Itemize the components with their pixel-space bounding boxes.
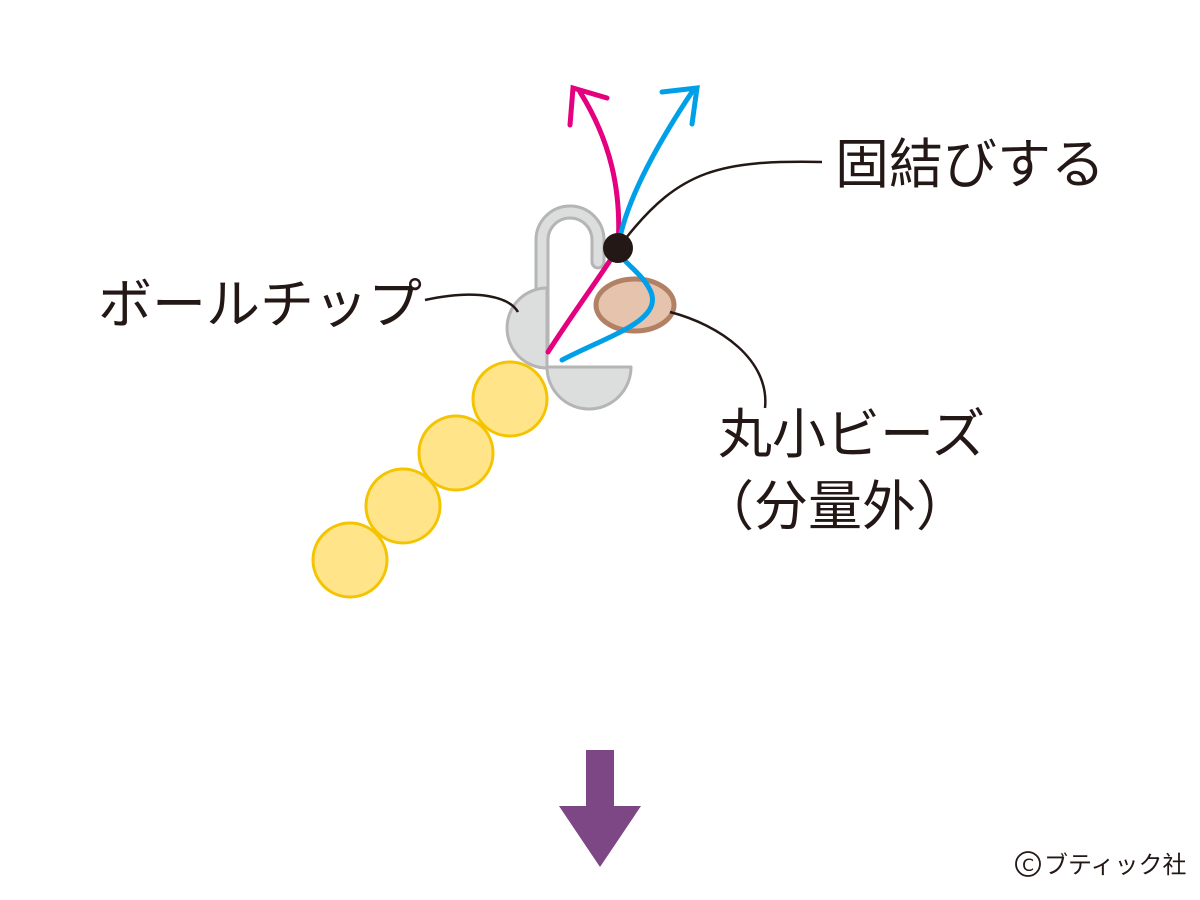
cyan-thread (559, 89, 695, 363)
knot-leader-line (625, 160, 823, 239)
copyright-text: ブティック社 (1044, 851, 1187, 879)
small-bead-leader-line (669, 310, 767, 409)
pearl-bead (364, 467, 442, 545)
knot-dot (603, 233, 633, 263)
ball-tip-lower-cup (545, 365, 633, 411)
down-arrow-icon (559, 750, 641, 867)
copyright-mark: C (1022, 856, 1034, 876)
knot-label: 固結びする (835, 133, 1105, 196)
copyright-icon: C (1015, 851, 1041, 877)
ball-tip-leader-line (424, 293, 520, 313)
ball-tip-label: ボールチップ (98, 273, 422, 336)
small-bead-note-label: （分量外） (700, 475, 970, 538)
cyan-thread-arrowhead (659, 85, 700, 127)
pearl-strand (311, 360, 549, 599)
pearl-bead (417, 414, 495, 492)
ball-tip (505, 204, 633, 411)
small-bead (593, 276, 677, 334)
small-bead-label: 丸小ビーズ (718, 403, 985, 466)
ball-tip-hook-inner (537, 207, 603, 355)
pearl-bead (471, 360, 549, 438)
pearl-bead (311, 521, 389, 599)
ball-tip-upper-cup (505, 286, 549, 370)
magenta-thread-arrowhead (567, 84, 610, 128)
ball-tip-hook (534, 204, 606, 358)
